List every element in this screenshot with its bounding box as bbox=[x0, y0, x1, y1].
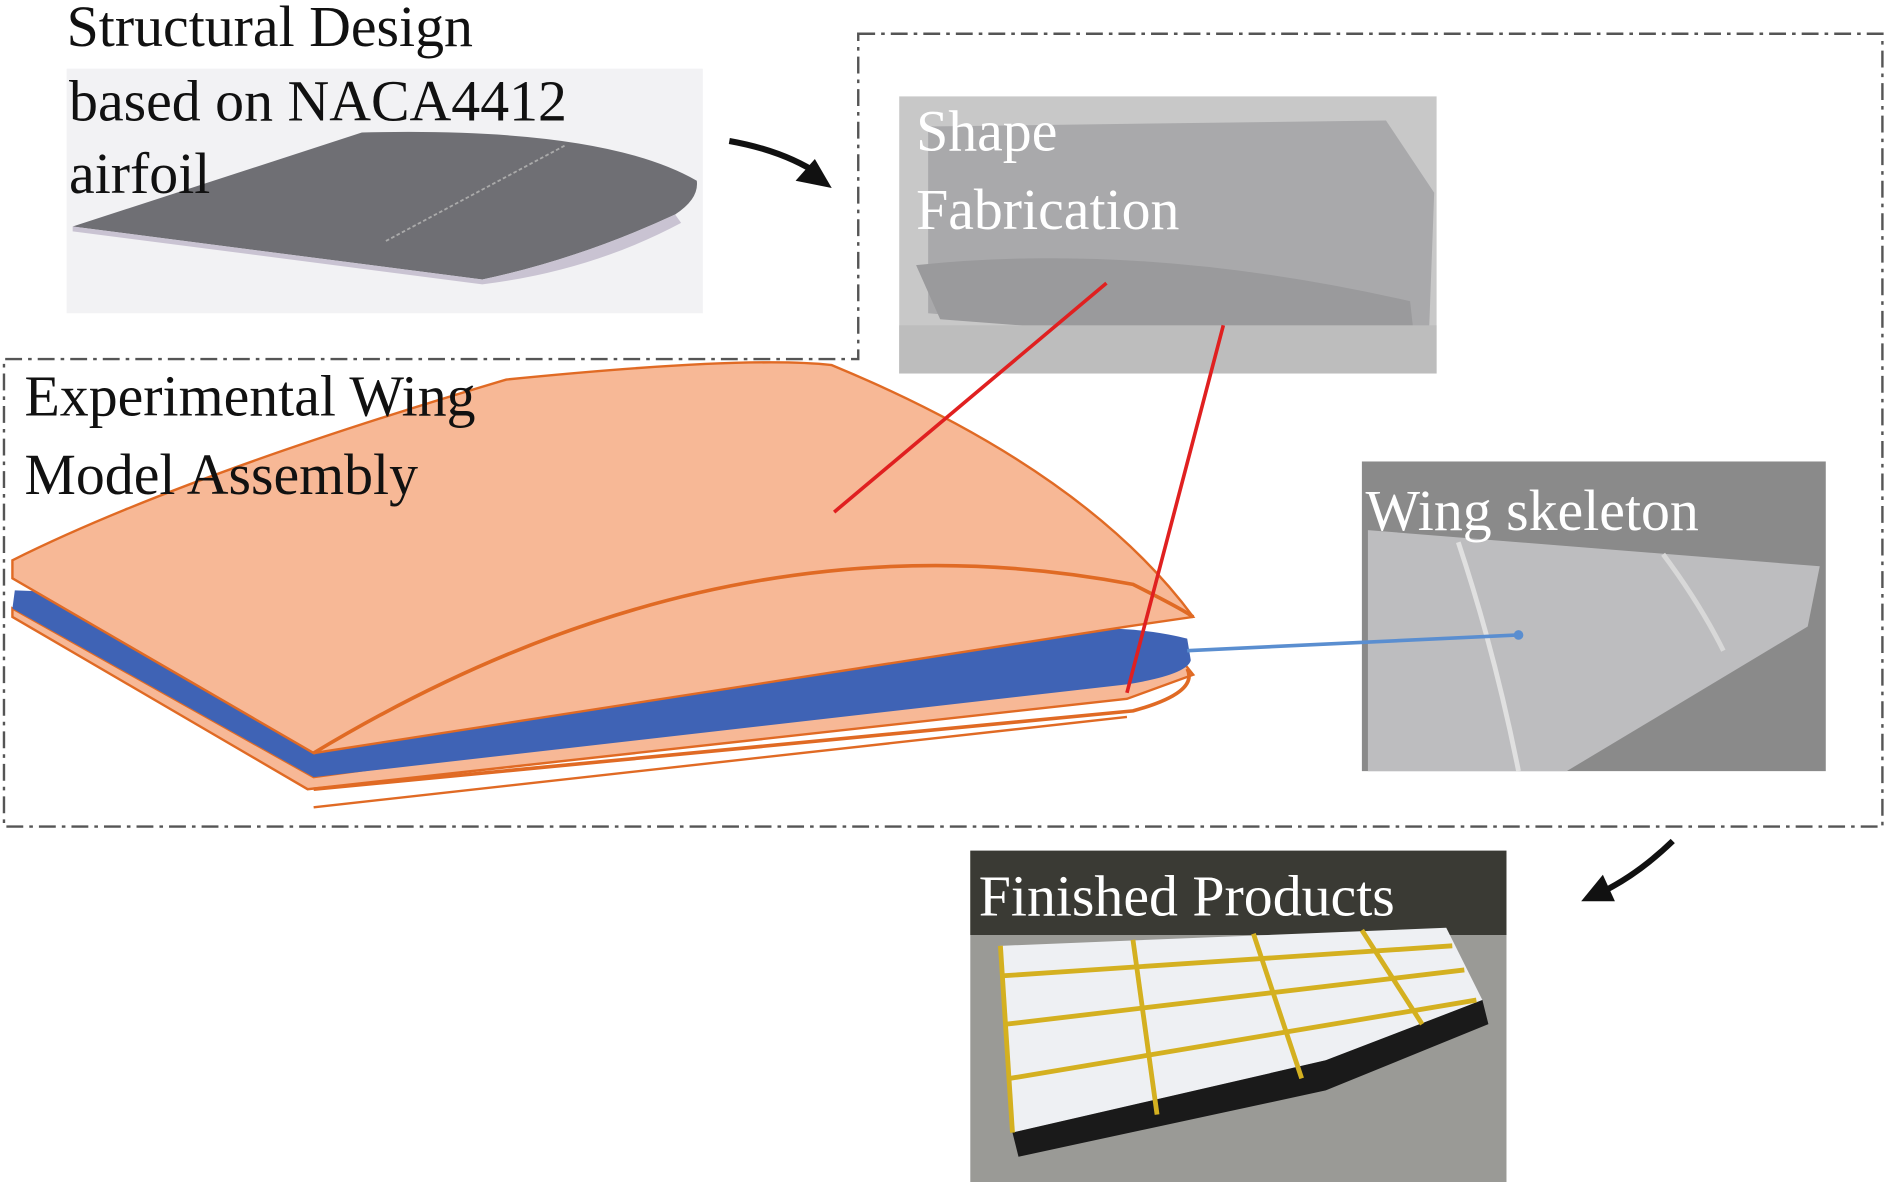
finished-products-label: Finished Products bbox=[979, 864, 1395, 929]
shape-fabrication-photo bbox=[899, 96, 1437, 374]
finished-products-photo bbox=[970, 850, 1507, 1182]
arrow-icon bbox=[728, 138, 832, 188]
wing-model-assembly bbox=[11, 361, 1196, 809]
fabrication-region-outline bbox=[2, 32, 1884, 828]
pointer-line-lower-skin bbox=[1125, 324, 1226, 694]
pointer-line-skeleton bbox=[1187, 630, 1524, 653]
wing-skeleton-label: Wing skeleton bbox=[1366, 478, 1699, 543]
structural-design-image bbox=[66, 68, 703, 314]
experimental-wing-label: Experimental Wing Model Assembly bbox=[24, 364, 490, 507]
wing-skeleton-photo bbox=[1361, 461, 1826, 772]
structural-design-label: Structural Design based on NACA4412 airf… bbox=[67, 0, 582, 206]
pointer-line-upper-skin bbox=[832, 281, 1108, 514]
shape-fabrication-label: Shape Fabrication bbox=[916, 99, 1179, 242]
arrow-icon bbox=[1581, 838, 1675, 902]
